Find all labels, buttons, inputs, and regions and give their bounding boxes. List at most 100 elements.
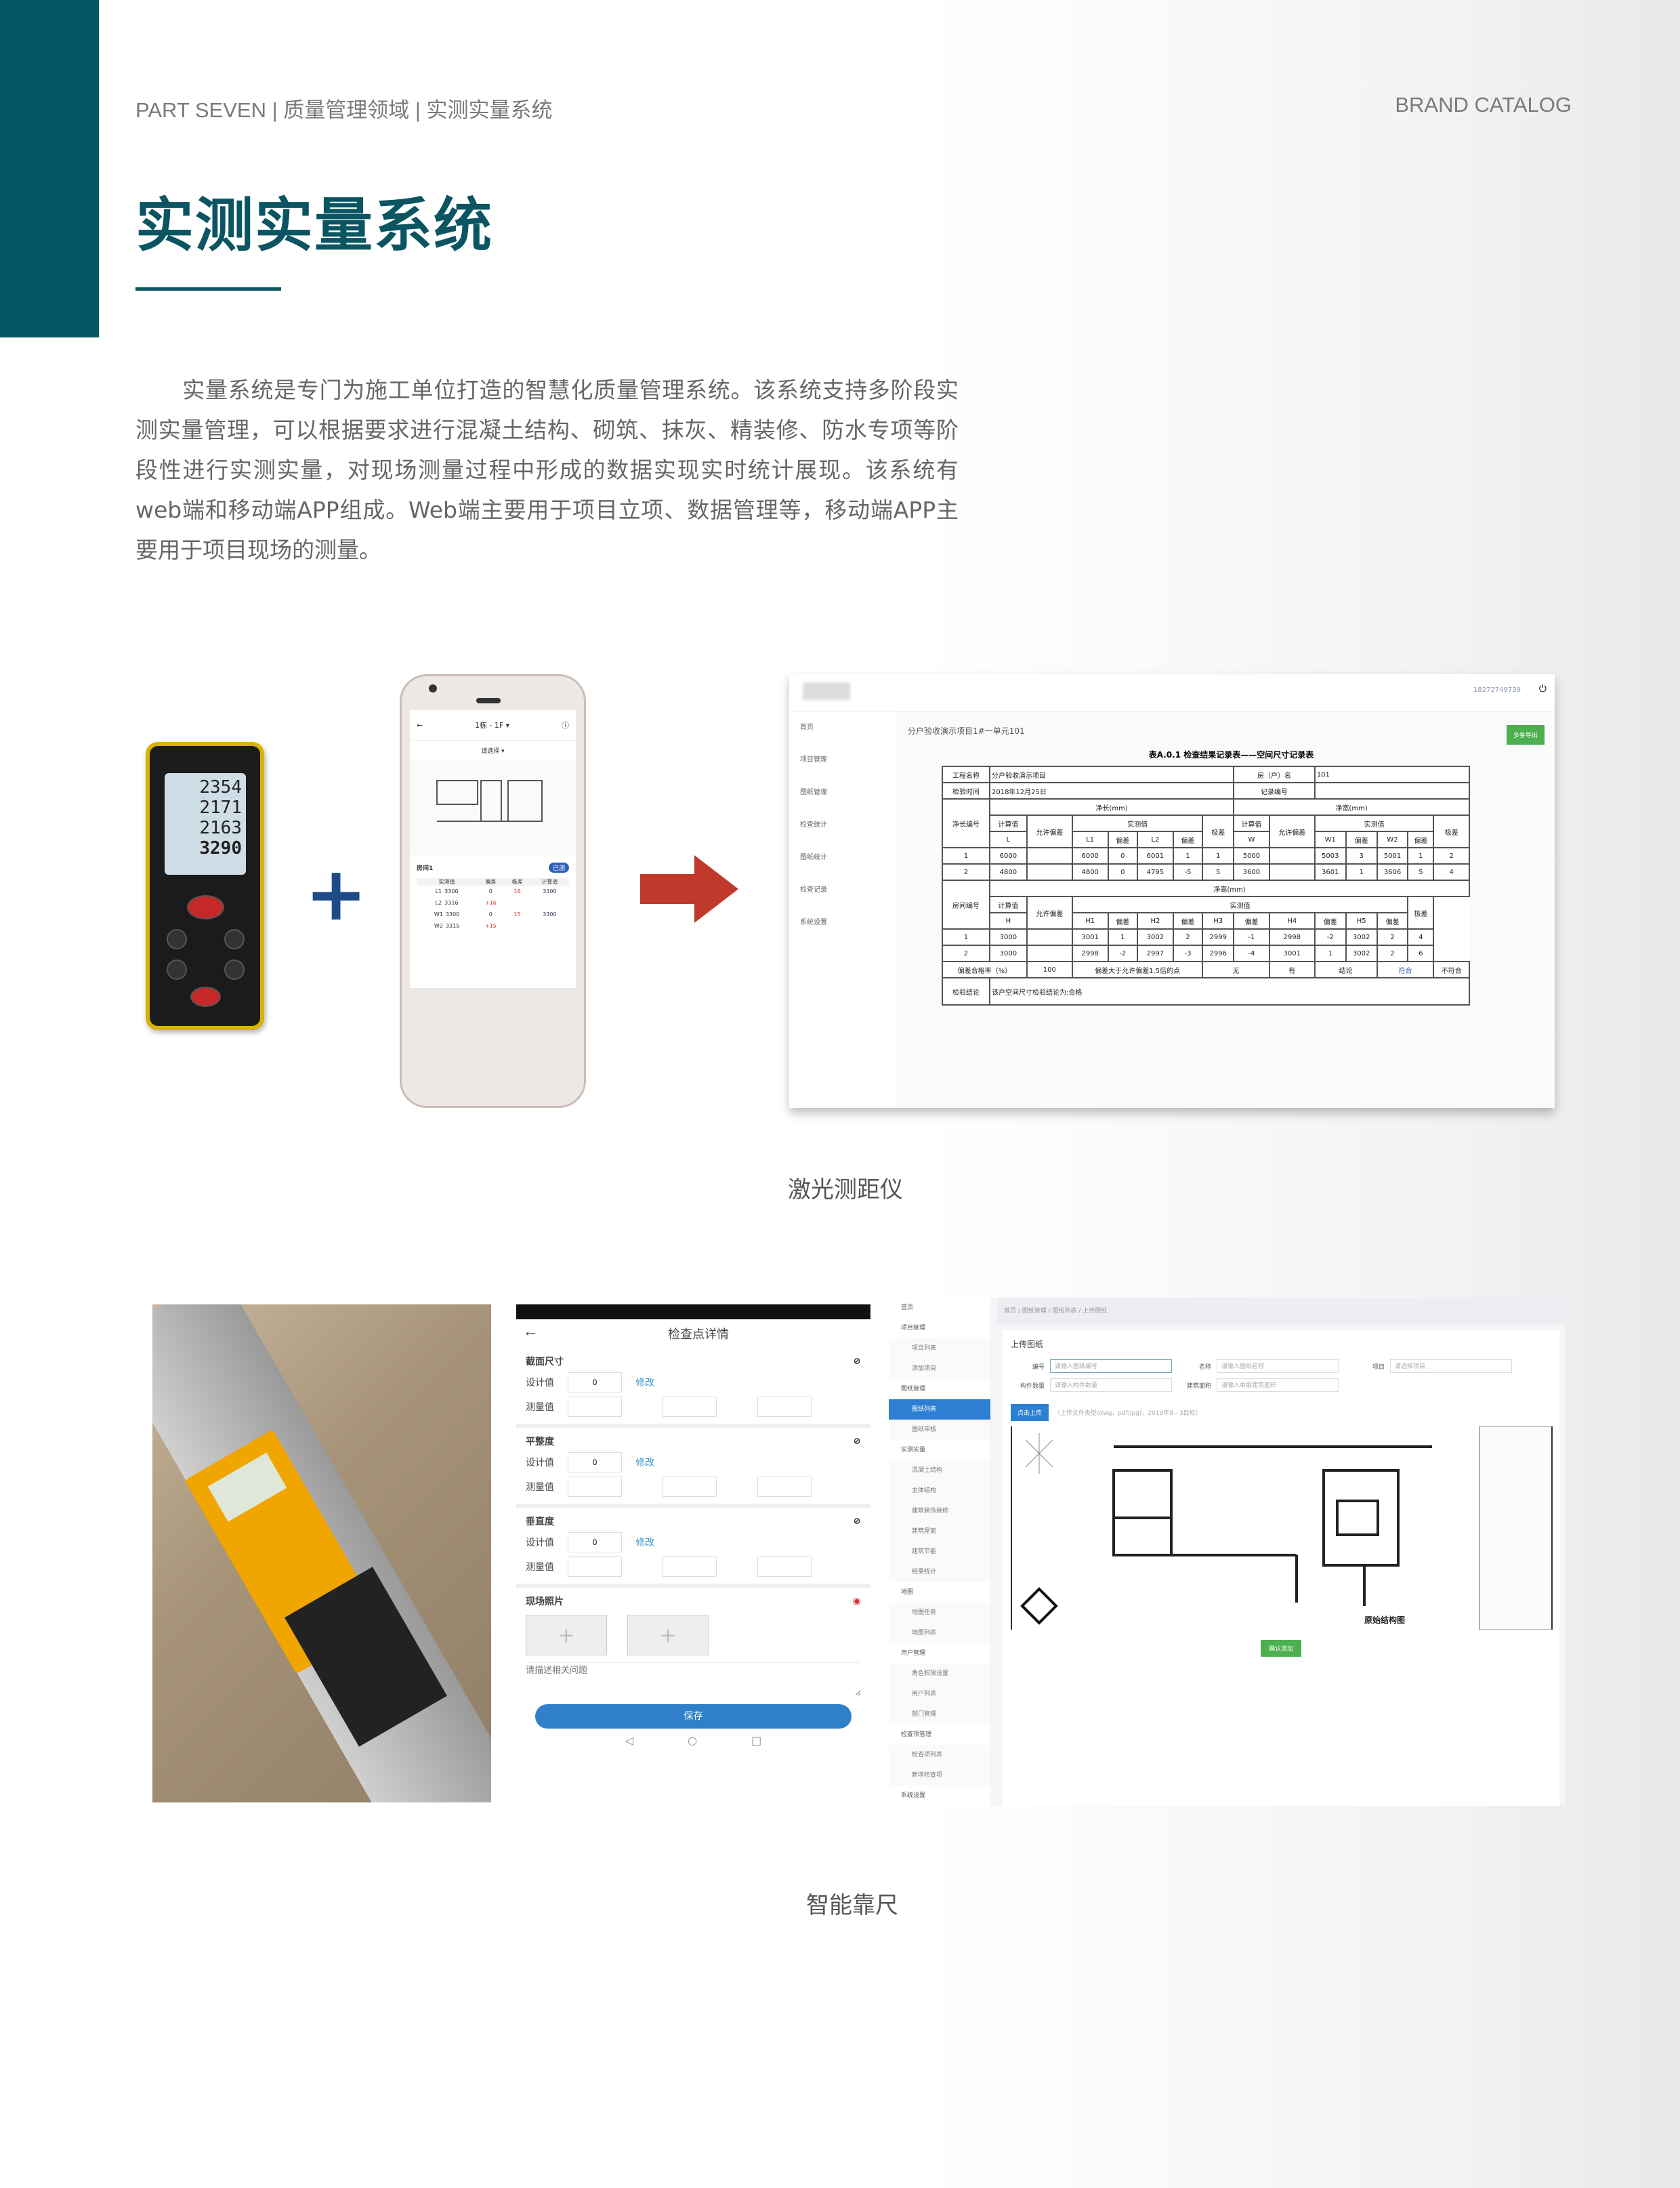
sidebar-item[interactable]: 项目管理 [800,756,827,764]
measure-value-input[interactable] [663,1477,717,1497]
measure-value-input[interactable] [663,1556,717,1577]
sidebar-item[interactable]: 图纸管理 [901,1386,926,1392]
sidebar-item[interactable]: 图纸统计 [800,854,827,861]
name-input[interactable]: 请输入图纸名称 [1217,1359,1339,1373]
measure-value-input[interactable] [757,1477,812,1497]
table-cell: W1 [1314,831,1347,848]
edit-link[interactable]: 修改 [635,1378,654,1388]
measure-value-input[interactable] [568,1397,622,1417]
back-arrow-icon[interactable]: ← [417,720,423,730]
power-button [190,987,221,1007]
field-label: 项目 [1372,1363,1385,1371]
add-photo-button[interactable]: + [627,1615,709,1655]
sidebar-item[interactable]: 项目管理 [901,1325,926,1332]
code-input[interactable]: 请输入图纸编号 [1050,1359,1172,1373]
design-value-input[interactable] [568,1532,622,1552]
edit-icon[interactable]: ⊘ [853,1436,861,1447]
floor-plan-drawing[interactable]: 原始结构图 [1011,1426,1555,1630]
sidebar-item[interactable]: 图纸审核 [889,1420,990,1440]
sidebar-item[interactable]: 检查统计 [800,821,827,829]
sidebar-item[interactable]: 混凝土结构 [889,1460,990,1481]
breadcrumb: 首页 / 图纸管理 / 图纸列表 / 上传图纸 [997,1298,1565,1325]
sidebar-item[interactable]: 系统设置 [800,919,827,926]
table-cell: 2 [1172,928,1204,946]
sidebar-item[interactable]: 部门管理 [889,1704,990,1725]
sidebar-item[interactable]: 首页 [800,724,814,731]
location-icon[interactable]: ◉ [852,1596,861,1607]
floor-plan-thumbnail[interactable] [410,760,576,855]
measure-value-input[interactable] [757,1397,812,1417]
sidebar-item[interactable]: 结果统计 [889,1562,990,1582]
sidebar-item[interactable]: 建筑节能 [889,1542,990,1562]
export-button[interactable]: 多条导出 [1506,725,1545,745]
table-cell: 0 [488,888,492,894]
measure-value-input[interactable] [757,1556,812,1577]
sidebar-item[interactable]: 地图列表 [889,1623,990,1643]
project-select[interactable]: 请选择项目 [1390,1359,1512,1373]
power-icon[interactable]: ⏻ [1538,684,1547,695]
table-cell: 3001 [1071,928,1109,946]
design-value-input[interactable] [568,1452,622,1472]
sidebar-item[interactable]: 图纸管理 [800,789,827,796]
measure-section: 垂直度⊘设计值修改测量值 [516,1508,870,1588]
sidebar-item[interactable]: 检查项管理 [901,1731,932,1738]
info-icon[interactable]: ⓘ [562,721,569,730]
sidebar-item[interactable]: 添加项目 [889,1359,990,1379]
sidebar-item[interactable]: 建筑装饰装修 [889,1501,990,1521]
sidebar-item[interactable]: 用户管理 [901,1650,926,1657]
table-cell: 偏差 [1233,912,1270,930]
sidebar-item[interactable]: 检查记录 [800,886,827,894]
sidebar-item[interactable]: 建筑屋面 [889,1521,990,1542]
room-select[interactable]: 请选择 ▾ [481,748,505,755]
nav-back-icon[interactable]: ◁ [625,1734,634,1747]
sidebar-item[interactable]: 首页 [901,1304,914,1311]
count-input[interactable]: 请输入构件数量 [1050,1378,1172,1392]
save-button[interactable]: 保存 [535,1704,852,1729]
sidebar-item[interactable]: 实测实量 [901,1447,926,1453]
sidebar-item[interactable]: 检查项列表 [889,1745,990,1765]
upload-button[interactable]: 点击上传 [1011,1404,1049,1421]
nav-recent-icon[interactable]: □ [751,1734,762,1747]
design-value-input[interactable] [568,1372,622,1392]
table-cell: 0 [1107,863,1139,881]
edit-link[interactable]: 修改 [635,1458,654,1468]
building-floor-select[interactable]: 1栋 - 1F ▾ [474,721,510,730]
edit-icon[interactable]: ⊘ [853,1516,861,1527]
table-cell: -4 [1233,945,1270,962]
sidebar-item[interactable]: 用户列表 [889,1684,990,1704]
drawing-title: 原始结构图 [1364,1615,1405,1625]
sidebar-item[interactable]: 地图任务 [889,1603,990,1623]
upload-page-title: 上传图纸 [1011,1340,1044,1349]
table-cell: 偏差 [1107,912,1139,930]
area-input[interactable]: 请输入单层建筑面积 [1217,1378,1339,1392]
user-name[interactable]: 18272749739 [1473,686,1521,694]
table-cell: 2 [942,945,990,962]
confirm-add-button[interactable]: 确认添加 [1261,1640,1301,1657]
table-cell: 3000 [988,945,1028,962]
sidebar-item[interactable]: 系统设置 [901,1792,926,1799]
sidebar-item[interactable]: 角色权限设置 [889,1664,990,1684]
measure-value-input[interactable] [568,1556,622,1577]
table-cell: 4800 [988,863,1028,881]
sidebar-item[interactable]: 地图 [901,1589,914,1596]
back-arrow-icon[interactable]: ← [526,1326,537,1341]
sidebar-item[interactable]: 新增检查项 [889,1765,990,1786]
measure-value-input[interactable] [663,1397,717,1417]
edit-link[interactable]: 修改 [635,1537,654,1548]
sidebar-item[interactable]: 项目列表 [889,1338,990,1359]
nav-home-icon[interactable]: ○ [688,1734,698,1747]
add-photo-button[interactable]: + [526,1615,607,1655]
sidebar-item[interactable]: 主体结构 [889,1481,990,1501]
issue-description-input[interactable] [526,1662,861,1696]
table-cell: +16 [484,900,497,906]
edit-icon[interactable]: ⊘ [853,1356,861,1367]
measure-value-input[interactable] [568,1477,622,1497]
table-cell [504,920,530,932]
sidebar-item[interactable]: 图纸列表 [889,1399,990,1420]
section-title: 平整度 [526,1437,554,1447]
